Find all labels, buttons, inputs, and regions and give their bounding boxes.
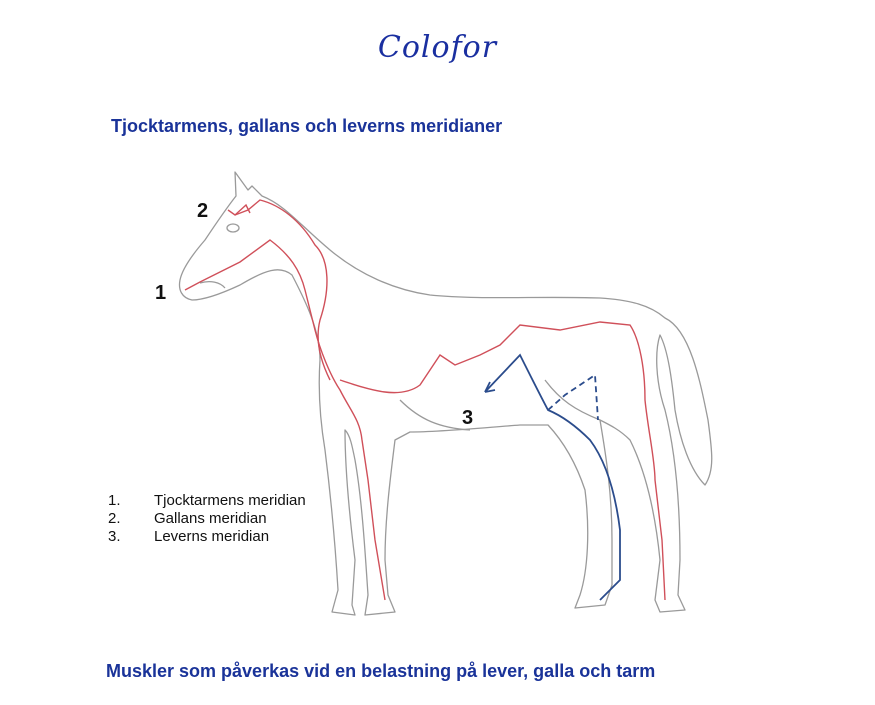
legend-number: 2. (108, 510, 121, 527)
colon-gall-meridians (184, 199, 666, 601)
legend-number: 1. (108, 492, 121, 509)
figure-legend: 1. Tjocktarmens meridian 2. Gallans meridi… (108, 492, 306, 546)
document-title: Colofor (377, 30, 498, 65)
legend-item: 1. Tjocktarmens meridian (108, 492, 306, 510)
legend-item: 2. Gallans meridian (108, 510, 306, 528)
next-section-heading: Muskler som påverkas vid en belastning p… (106, 661, 656, 681)
legend-label: Gallans meridian (154, 510, 267, 527)
legend-label: Tjocktarmens meridian (154, 492, 306, 509)
legend-item: 3. Leverns meridian (108, 528, 306, 546)
marker-liver: 3 (462, 407, 474, 429)
marker-gall: 2 (197, 200, 209, 222)
section-heading: Tjocktarmens, gallans och leverns meridi… (111, 116, 503, 136)
marker-colon: 1 (155, 282, 167, 304)
horse-outline (178, 171, 713, 616)
legend-number: 3. (108, 528, 121, 545)
liver-meridian (484, 353, 621, 601)
legend-label: Leverns meridian (154, 528, 270, 545)
